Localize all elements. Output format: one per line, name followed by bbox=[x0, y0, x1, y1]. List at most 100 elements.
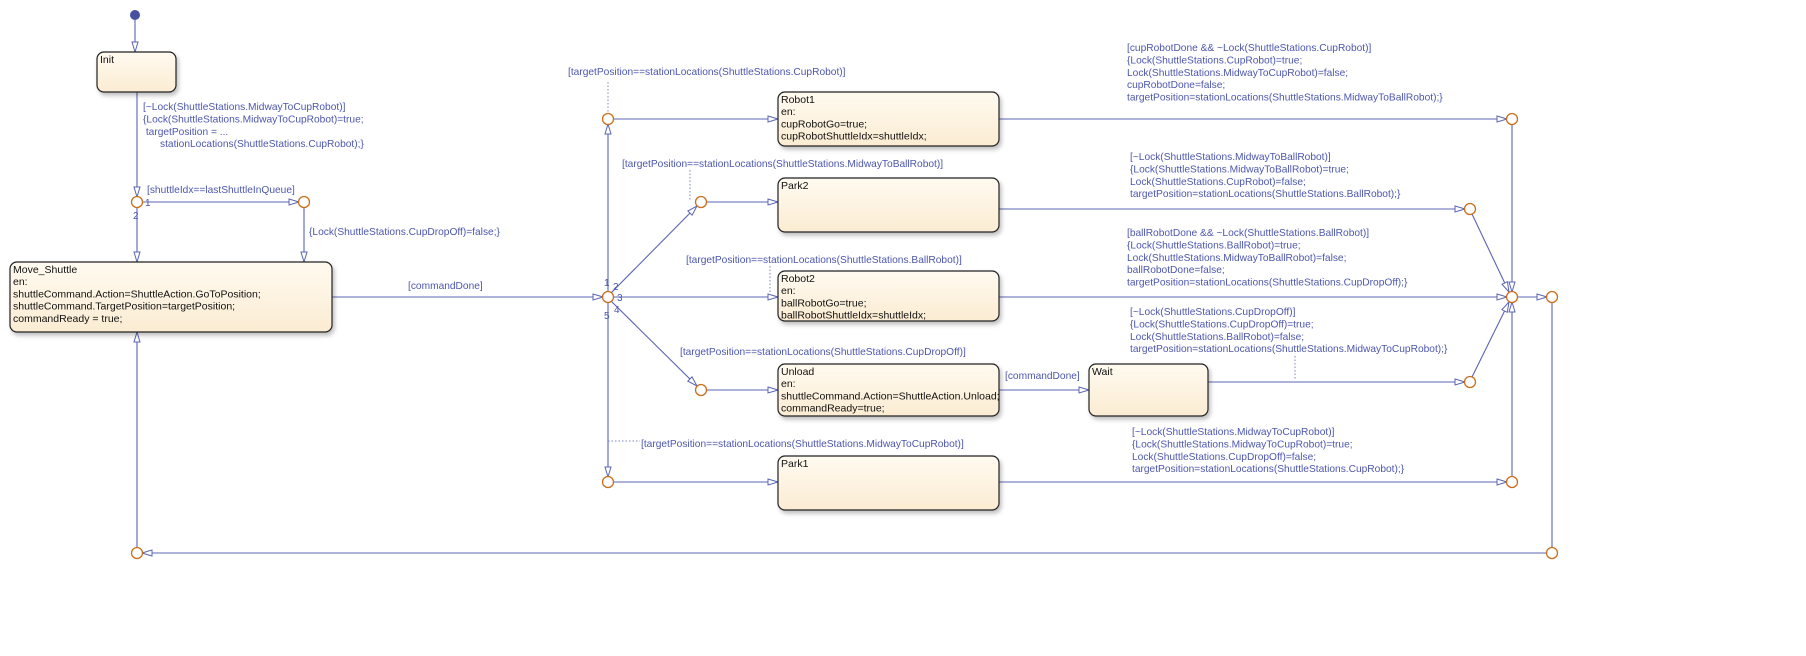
execution-order-number: 2 bbox=[133, 211, 139, 222]
execution-order-number: 4 bbox=[614, 305, 620, 316]
state-unload[interactable]: Unloaden:shuttleCommand.Action=ShuttleAc… bbox=[777, 363, 1000, 417]
state-name: Park2 bbox=[781, 180, 809, 192]
state-box[interactable] bbox=[777, 455, 1000, 511]
state-action: shuttleCommand.TargetPosition=targetPosi… bbox=[13, 301, 235, 313]
midway-cup-junction[interactable] bbox=[601, 475, 615, 489]
transition-label-command-done-2[interactable]: [commandDone] bbox=[1005, 371, 1080, 382]
state-park2[interactable]: Park2 bbox=[777, 177, 1000, 233]
state-robot1[interactable]: Robot1en:cupRobotGo=true;cupRobotShuttle… bbox=[777, 91, 1000, 147]
return-left-junction[interactable] bbox=[130, 546, 144, 560]
state-name: Unload bbox=[781, 366, 814, 378]
transition-label-robot2-out[interactable]: Lock(ShuttleStations.MidwayToBallRobot)=… bbox=[1127, 253, 1346, 264]
transition-label-park1-out[interactable]: targetPosition=stationLocations(ShuttleS… bbox=[1132, 464, 1405, 475]
state-action: ballRobotShuttleIdx=shuttleIdx; bbox=[781, 310, 926, 322]
transition-label-robot1-out[interactable]: Lock(ShuttleStations.MidwayToCupRobot)=f… bbox=[1127, 68, 1348, 79]
merge-junction[interactable] bbox=[1505, 290, 1519, 304]
state-action: cupRobotShuttleIdx=shuttleIdx; bbox=[781, 131, 927, 143]
state-init[interactable]: Init bbox=[96, 51, 177, 93]
state-robot2[interactable]: Robot2en:ballRobotGo=true;ballRobotShutt… bbox=[777, 270, 1000, 322]
cup-dropoff-junction[interactable] bbox=[694, 383, 708, 397]
return-junction[interactable] bbox=[1545, 290, 1559, 304]
transition-label-wait-out[interactable]: {Lock(ShuttleStations.CupDropOff)=true; bbox=[1130, 319, 1314, 330]
transition-label-robot1-out[interactable]: [cupRobotDone && ~Lock(ShuttleStations.C… bbox=[1127, 43, 1372, 54]
cup-robot-junction[interactable] bbox=[601, 112, 615, 126]
transition-label-robot1-out[interactable]: cupRobotDone=false; bbox=[1127, 80, 1225, 91]
state-action: ballRobotGo=true; bbox=[781, 297, 867, 309]
execution-order-number: 5 bbox=[604, 311, 610, 322]
transition-label-wait-out[interactable]: targetPosition=stationLocations(ShuttleS… bbox=[1130, 344, 1448, 355]
state-name: Park1 bbox=[781, 458, 809, 470]
transition-label-robot1-out[interactable]: targetPosition=stationLocations(ShuttleS… bbox=[1127, 93, 1443, 104]
transition-label-init-out[interactable]: [~Lock(ShuttleStations.MidwayToCupRobot)… bbox=[143, 102, 346, 113]
transition-label-unlock-dropoff[interactable]: {Lock(ShuttleStations.CupDropOff)=false;… bbox=[309, 227, 501, 238]
transition-label-guard-cup-dropoff[interactable]: [targetPosition==stationLocations(Shuttl… bbox=[680, 347, 966, 358]
state-wait[interactable]: Wait bbox=[1088, 363, 1209, 417]
transition-label-command-done-1[interactable]: [commandDone] bbox=[408, 281, 483, 292]
transition-label-park2-out[interactable]: [~Lock(ShuttleStations.MidwayToBallRobot… bbox=[1130, 152, 1331, 163]
transition-label-init-out[interactable]: stationLocations(ShuttleStations.CupRobo… bbox=[143, 139, 364, 150]
park2-exit-junction[interactable] bbox=[1463, 202, 1477, 216]
state-action: shuttleCommand.Action=ShuttleAction.Unlo… bbox=[781, 390, 1000, 402]
transition-label-park2-out[interactable]: Lock(ShuttleStations.CupRobot)=false; bbox=[1130, 177, 1306, 188]
state-action: en: bbox=[781, 378, 796, 390]
park1-exit-junction[interactable] bbox=[1505, 475, 1519, 489]
state-action: en: bbox=[781, 285, 796, 297]
execution-order-number: 3 bbox=[617, 293, 623, 304]
default-transition-dot bbox=[130, 10, 140, 20]
transition-label-robot2-out[interactable]: targetPosition=stationLocations(ShuttleS… bbox=[1127, 278, 1408, 289]
transition-label-park2-out[interactable]: {Lock(ShuttleStations.MidwayToBallRobot)… bbox=[1130, 164, 1349, 175]
transition-line[interactable] bbox=[1471, 302, 1509, 378]
transition-label-robot2-out[interactable]: {Lock(ShuttleStations.BallRobot)=true; bbox=[1127, 240, 1301, 251]
state-action: en: bbox=[13, 276, 28, 288]
state-action: en: bbox=[781, 106, 796, 118]
state-box[interactable] bbox=[777, 91, 1000, 147]
state-park1[interactable]: Park1 bbox=[777, 455, 1000, 511]
transition-label-queue-check[interactable]: [shuttleIdx==lastShuttleInQueue] bbox=[147, 185, 295, 196]
state-name: Wait bbox=[1092, 366, 1113, 378]
transition-label-park1-out[interactable]: {Lock(ShuttleStations.MidwayToCupRobot)=… bbox=[1132, 439, 1353, 450]
dispatch-junction[interactable] bbox=[601, 290, 615, 304]
state-box[interactable] bbox=[777, 177, 1000, 233]
state-name: Robot2 bbox=[781, 273, 815, 285]
transition-label-park1-out[interactable]: [~Lock(ShuttleStations.MidwayToCupRobot)… bbox=[1132, 427, 1335, 438]
state-action: cupRobotGo=true; bbox=[781, 118, 867, 130]
transition-label-robot1-out[interactable]: {Lock(ShuttleStations.CupRobot)=true; bbox=[1127, 55, 1302, 66]
transition-label-init-out[interactable]: {Lock(ShuttleStations.MidwayToCupRobot)=… bbox=[143, 114, 364, 125]
transition-label-guard-cup-robot[interactable]: [targetPosition==stationLocations(Shuttl… bbox=[568, 67, 846, 78]
wait-exit-junction[interactable] bbox=[1463, 375, 1477, 389]
execution-order-number: 2 bbox=[613, 282, 619, 293]
execution-order-number: 1 bbox=[604, 278, 610, 289]
state-action: commandReady=true; bbox=[781, 403, 885, 415]
execution-order-number: 1 bbox=[145, 198, 151, 209]
transition-label-robot2-out[interactable]: ballRobotDone=false; bbox=[1127, 265, 1225, 276]
robot1-exit-junction[interactable] bbox=[1505, 112, 1519, 126]
state-box[interactable] bbox=[9, 261, 333, 333]
queue-junction[interactable] bbox=[130, 195, 144, 209]
state-box[interactable] bbox=[777, 363, 1000, 417]
transition-label-park1-out[interactable]: Lock(ShuttleStations.CupDropOff)=false; bbox=[1132, 452, 1316, 463]
transition-label-init-out[interactable]: targetPosition = ... bbox=[143, 127, 228, 138]
state-name: Robot1 bbox=[781, 94, 815, 106]
state-box[interactable] bbox=[96, 51, 177, 93]
transition-line[interactable] bbox=[610, 300, 697, 386]
transition-label-guard-ball-robot[interactable]: [targetPosition==stationLocations(Shuttl… bbox=[686, 255, 962, 266]
transition-label-wait-out[interactable]: [~Lock(ShuttleStations.CupDropOff)] bbox=[1130, 307, 1296, 318]
transition-label-guard-midway-cup[interactable]: [targetPosition==stationLocations(Shuttl… bbox=[641, 439, 964, 450]
dropoff-unlock-junction[interactable] bbox=[297, 195, 311, 209]
state-box[interactable] bbox=[1088, 363, 1209, 417]
transition-line[interactable] bbox=[610, 206, 697, 294]
return-corner-junction[interactable] bbox=[1545, 546, 1559, 560]
state-move-shuttle[interactable]: Move_Shuttleen:shuttleCommand.Action=Shu… bbox=[9, 261, 333, 333]
state-name: Move_Shuttle bbox=[13, 264, 77, 276]
transition-label-park2-out[interactable]: targetPosition=stationLocations(ShuttleS… bbox=[1130, 189, 1401, 200]
midway-ball-junction[interactable] bbox=[694, 195, 708, 209]
transition-label-wait-out[interactable]: Lock(ShuttleStations.BallRobot)=false; bbox=[1130, 332, 1304, 343]
transition-label-guard-midway-ball[interactable]: [targetPosition==stationLocations(Shuttl… bbox=[622, 159, 943, 170]
transition-line[interactable] bbox=[1471, 213, 1509, 292]
transition-label-robot2-out[interactable]: [ballRobotDone && ~Lock(ShuttleStations.… bbox=[1127, 228, 1369, 239]
state-action: commandReady = true; bbox=[13, 313, 122, 325]
state-action: shuttleCommand.Action=ShuttleAction.GoTo… bbox=[13, 288, 261, 300]
state-box[interactable] bbox=[777, 270, 1000, 322]
state-name: Init bbox=[100, 54, 114, 66]
